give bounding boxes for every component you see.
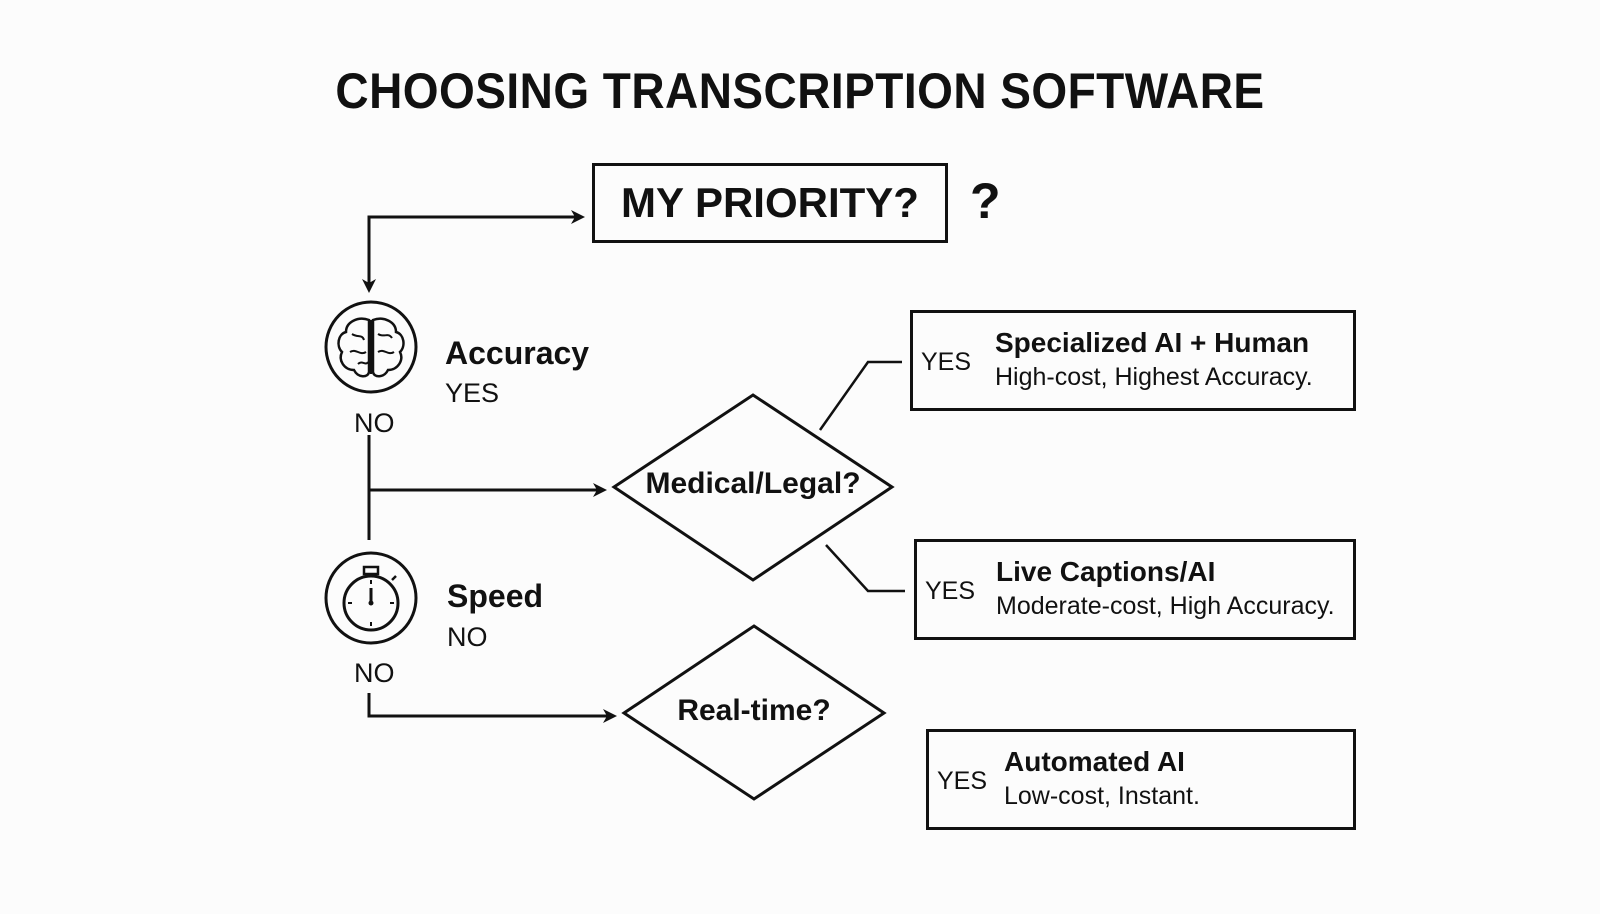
result-yes-label: YES [925, 577, 976, 605]
question-mark: ? [970, 173, 1001, 229]
result-specialized-box: YES Specialized AI + Human High-cost, Hi… [910, 310, 1356, 411]
priority-box: MY PRIORITY? [592, 163, 948, 243]
result-live-captions-box: YES Live Captions/AI Moderate-cost, High… [914, 539, 1356, 640]
stopwatch-icon [324, 551, 418, 645]
medical-legal-diamond [611, 393, 895, 582]
result-yes-label: YES [937, 767, 988, 795]
medical-to-live-line [825, 544, 905, 593]
speed-label: Speed [447, 578, 544, 614]
result-desc: Low-cost, Instant. [1004, 782, 1200, 810]
accuracy-yes-label: YES [445, 378, 500, 408]
result-yes-label: YES [921, 348, 972, 376]
realtime-label: Real-time? [677, 694, 831, 727]
result-automated-box: YES Automated AI Low-cost, Instant. [926, 729, 1356, 830]
brain-icon [324, 300, 418, 394]
speed-below-no-label: NO [354, 658, 395, 688]
result-title: Live Captions/AI [996, 556, 1216, 587]
speed-to-realtime-arrow [367, 693, 617, 723]
accuracy-label: Accuracy [445, 335, 590, 371]
result-desc: Moderate-cost, High Accuracy. [996, 592, 1335, 620]
priority-label: MY PRIORITY? [621, 179, 919, 226]
realtime-diamond [621, 624, 887, 801]
accuracy-no-label: NO [354, 408, 395, 438]
start-connector [367, 210, 585, 287]
result-title: Automated AI [1004, 746, 1185, 777]
speed-no-label: NO [447, 622, 488, 652]
result-title: Specialized AI + Human [995, 327, 1310, 358]
medical-to-specialized-line [818, 360, 902, 431]
medical-legal-label: Medical/Legal? [645, 467, 861, 500]
diagram-title: CHOOSING TRANSCRIPTION SOFTWARE [335, 63, 1265, 119]
result-desc: High-cost, Highest Accuracy. [995, 363, 1313, 391]
